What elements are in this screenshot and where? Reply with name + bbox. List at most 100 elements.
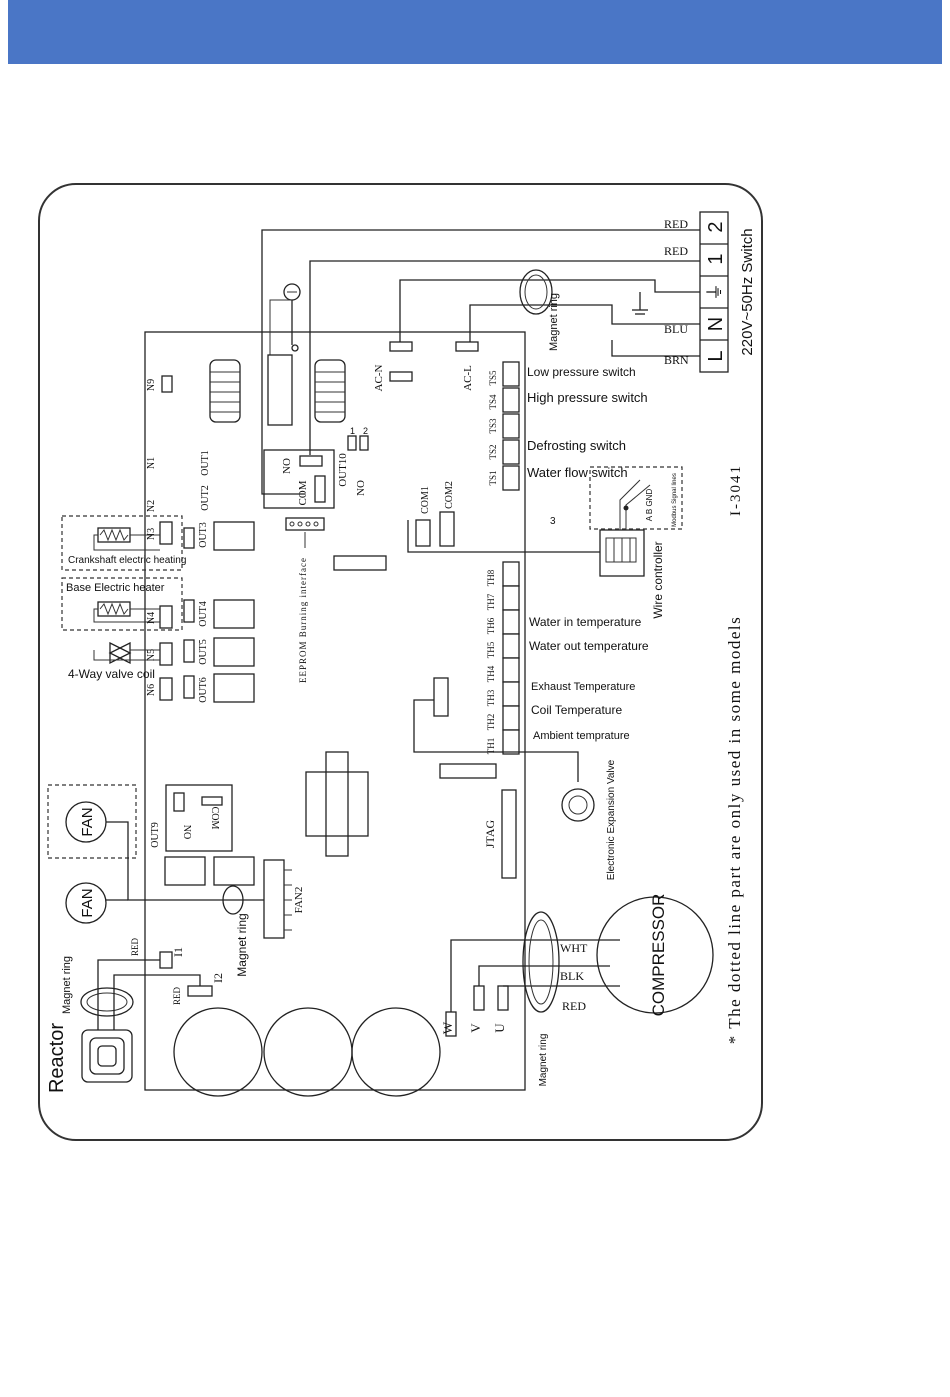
out9-label: OUT9 [150, 822, 161, 848]
relay-com-label: COM [297, 480, 309, 505]
out2-label: OUT2 [200, 485, 211, 511]
fan-a-label: FAN [79, 807, 96, 836]
fan-b-label: FAN [79, 888, 96, 917]
relay-out10-label: OUT10 [337, 453, 349, 487]
n5-label: N5 [146, 649, 157, 661]
magnet-ring-comp-label: Magnet ring [538, 1034, 549, 1087]
th6-code: TH6 [486, 617, 496, 634]
ts5-label: Low pressure switch [527, 365, 636, 379]
out9-com-label: COM [209, 807, 220, 830]
ts4-code: TS4 [488, 394, 498, 410]
reactor: Magnet ring Reactor I1 I2 RED RED [46, 937, 225, 1093]
com2-label: COM2 [444, 481, 455, 509]
magnet-ring-top-icon [519, 269, 553, 315]
dip-2-label: 2 [363, 426, 368, 436]
model-label: I-3041 [728, 464, 744, 516]
n2-label: N2 [146, 500, 157, 512]
switch-terminals: TS5 TS4 TS3 TS2 TS1 Low pressure switch … [488, 361, 648, 491]
ts3-code: TS3 [488, 418, 498, 434]
wire-brn: BRN [664, 353, 689, 367]
reactor-label: Reactor [46, 1023, 68, 1093]
capacitors [173, 1007, 441, 1097]
n9-label: N9 [146, 379, 157, 391]
sensor-terminals: TH8 TH7 TH6 TH5 TH4 TH3 TH2 TH1 Water in… [486, 561, 649, 755]
left-output-terminals: N9 N1 OUT1 OUT2 N2 N3 OUT3 N4 OUT4 N5 OU… [146, 375, 255, 703]
red-b-label: RED [172, 986, 182, 1005]
red-comp-label: RED [562, 999, 586, 1013]
ts1-code: TS1 [488, 470, 498, 485]
n4-label: N4 [146, 612, 157, 624]
inductor-left-icon [209, 359, 241, 423]
th3-code: TH3 [486, 689, 496, 706]
out4-label: OUT4 [198, 601, 209, 627]
wht-label: WHT [560, 941, 588, 955]
power-wires: Magnet ring RED RED BLU BRN [261, 217, 700, 495]
out3-label: OUT3 [198, 522, 209, 548]
dotted-line-note: * The dotted line part are only used in … [725, 616, 744, 1044]
v-label: V [468, 1023, 483, 1033]
cap-block-2 [213, 856, 255, 886]
red-a-label: RED [130, 937, 140, 956]
acn-label: AC-N [373, 365, 385, 392]
com-ports: COM1 COM2 [407, 481, 600, 553]
magnet-ring-reactor-label: Magnet ring [61, 956, 73, 1014]
out6-label: OUT6 [198, 677, 209, 703]
inductor-right-icon [314, 359, 346, 423]
out1-label: OUT1 [200, 450, 211, 476]
base-heater: Base Electric heater [61, 577, 183, 631]
out5-label: OUT5 [198, 639, 209, 665]
th2-code: TH2 [486, 714, 496, 731]
jtag-label: JTAG [483, 819, 497, 848]
relay-out9: NO COM OUT9 [150, 784, 233, 852]
th5-code: TH5 [486, 641, 496, 658]
connector-bar [439, 763, 497, 779]
ts1-label: Water flow switch [527, 465, 628, 480]
magnet-ring-fan-icon [222, 885, 244, 915]
magnet-ring-top-label: Magnet ring [548, 293, 560, 351]
jtag-connector [501, 789, 517, 879]
ac-connectors: AC-N AC-L [373, 341, 479, 392]
terminal-l-label: L [705, 350, 727, 361]
wire-controller: 3 Wire controller Modbus Signal lines A … [550, 464, 744, 619]
wire-controller-label: Wire controller [651, 541, 665, 618]
four-way-label: 4-Way valve coil [68, 667, 155, 681]
th7-code: TH7 [486, 593, 496, 610]
transformer-icon [305, 751, 369, 857]
i2-label: I2 [211, 973, 225, 983]
th6-label: Water in temperature [529, 615, 642, 629]
abgnd-label: A B GND [645, 489, 654, 522]
earth-icon [269, 283, 301, 355]
th8-code: TH8 [486, 569, 496, 586]
ic-chip [333, 555, 387, 571]
th2-label: Coil Temperature [531, 703, 622, 717]
eeprom-interface: EEPROM Burning interface [285, 517, 325, 683]
com1-label: COM1 [420, 486, 431, 514]
pcb-outline [144, 331, 526, 1091]
terminal-n-label: N [705, 317, 727, 331]
magnet-ring-fan-label: Magnet ring [235, 913, 249, 976]
relay-out10: NO COM OUT10 NO 1 2 [263, 426, 369, 509]
compressor-section: W V U Magnet ring COMPRESSOR WHT BLK RED [440, 894, 714, 1087]
modbus-label: Modbus Signal lines [672, 473, 678, 527]
three-label: 3 [550, 516, 556, 527]
supply-label: 220V~50Hz Switch [739, 228, 756, 355]
th5-label: Water out temperature [529, 639, 649, 653]
four-way-valve: 4-Way valve coil [68, 641, 160, 681]
compressor-icon [596, 896, 714, 1014]
cap-block-1 [164, 856, 206, 886]
th4-code: TH4 [486, 665, 496, 682]
n1-label: N1 [146, 457, 157, 469]
crankshaft-label: Crankshaft electric heating [68, 555, 186, 566]
terminal-2-label: 2 [705, 221, 727, 232]
fan2-label: FAN2 [293, 887, 305, 914]
dip-1-label: 1 [350, 426, 355, 436]
compressor-label: COMPRESSOR [649, 894, 668, 1017]
w-label: W [440, 1021, 455, 1034]
header-bar [8, 0, 942, 64]
out9-no-label: NO [181, 825, 192, 839]
power-terminal-block: 2 1 ⏚ N L 220V~50Hz Switch [699, 211, 756, 373]
acl-label: AC-L [462, 365, 474, 391]
wire-blu: BLU [664, 322, 688, 336]
crankshaft-heater: Crankshaft electric heating [61, 515, 186, 571]
